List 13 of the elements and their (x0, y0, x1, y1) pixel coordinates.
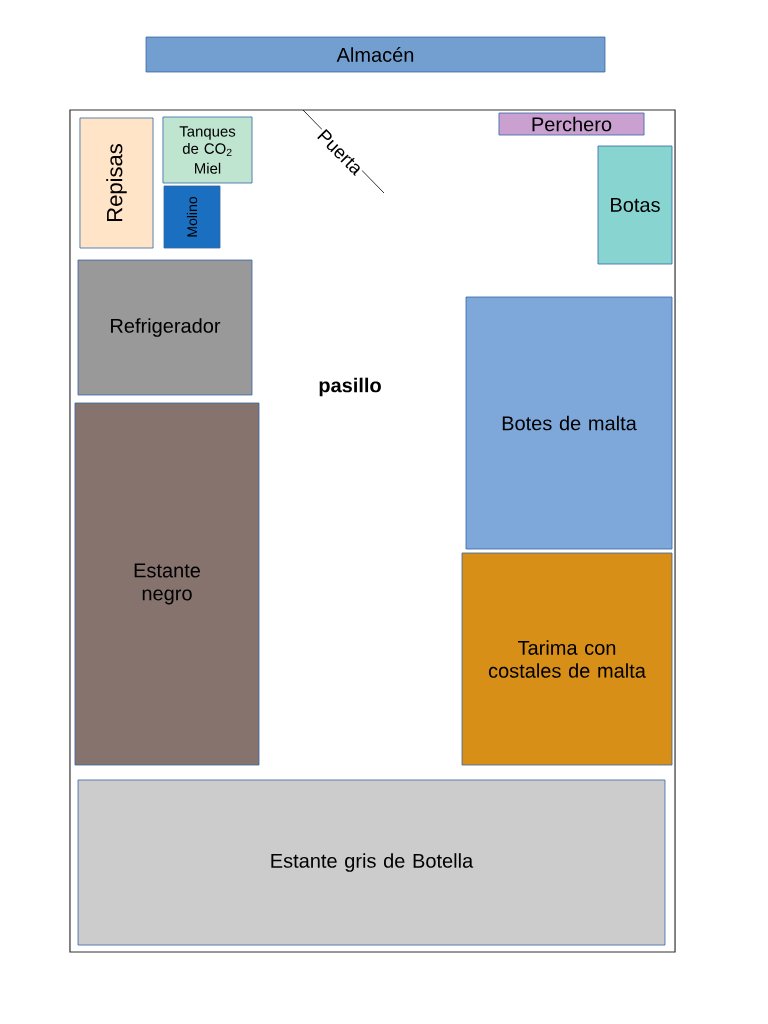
furniture-box: Botes de malta (465, 296, 673, 550)
title-box: Almacén (145, 36, 606, 73)
furniture-box: Botas (597, 145, 673, 265)
furniture-box: Tarima con costales de malta (461, 552, 673, 766)
furniture-box: Repisas (79, 117, 154, 249)
furniture-box: Estante negro (74, 402, 260, 766)
furniture-box: Refrigerador (77, 259, 253, 396)
furniture-box: Estante gris de Botella (77, 779, 666, 946)
furniture-box: Tanques de CO$_{2}$ Miel (162, 116, 253, 184)
furniture-box: Perchero (498, 112, 645, 136)
area-label: pasillo (319, 377, 381, 397)
furniture-box: Molino (163, 185, 221, 249)
room-outline (69, 109, 676, 953)
